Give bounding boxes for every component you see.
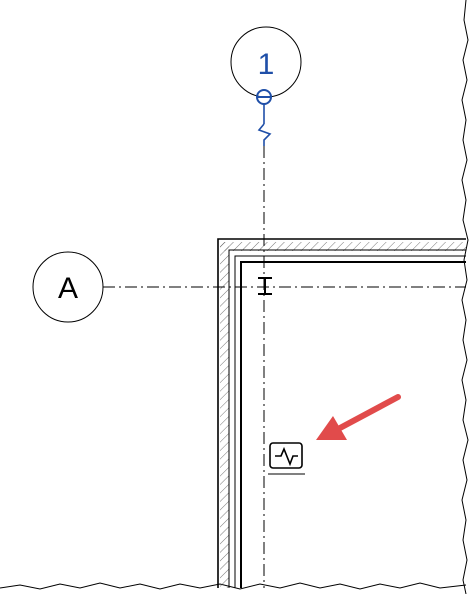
grid-label-1: 1: [258, 48, 275, 81]
bottom-torn-edge: [0, 582, 467, 590]
callout-arrow: [316, 394, 401, 440]
wall-inner-line: [240, 261, 466, 588]
wall-outer-line: [217, 238, 466, 588]
grid-line-1[interactable]: 1: [230, 26, 302, 588]
i-beam-symbol-icon: [258, 277, 272, 295]
right-torn-edge: [461, 0, 469, 594]
wall-line-2: [228, 249, 466, 588]
zigzag-break-icon: [257, 123, 272, 146]
wall-corner: [217, 238, 466, 588]
waveform-tag-icon[interactable]: [268, 442, 305, 475]
grid-line-a[interactable]: A: [32, 251, 466, 323]
wall-hatch-vertical: [220, 242, 229, 588]
grid-label-a: A: [58, 272, 78, 305]
wall-line-3: [234, 255, 466, 588]
wall-hatch-horizontal: [220, 242, 466, 251]
